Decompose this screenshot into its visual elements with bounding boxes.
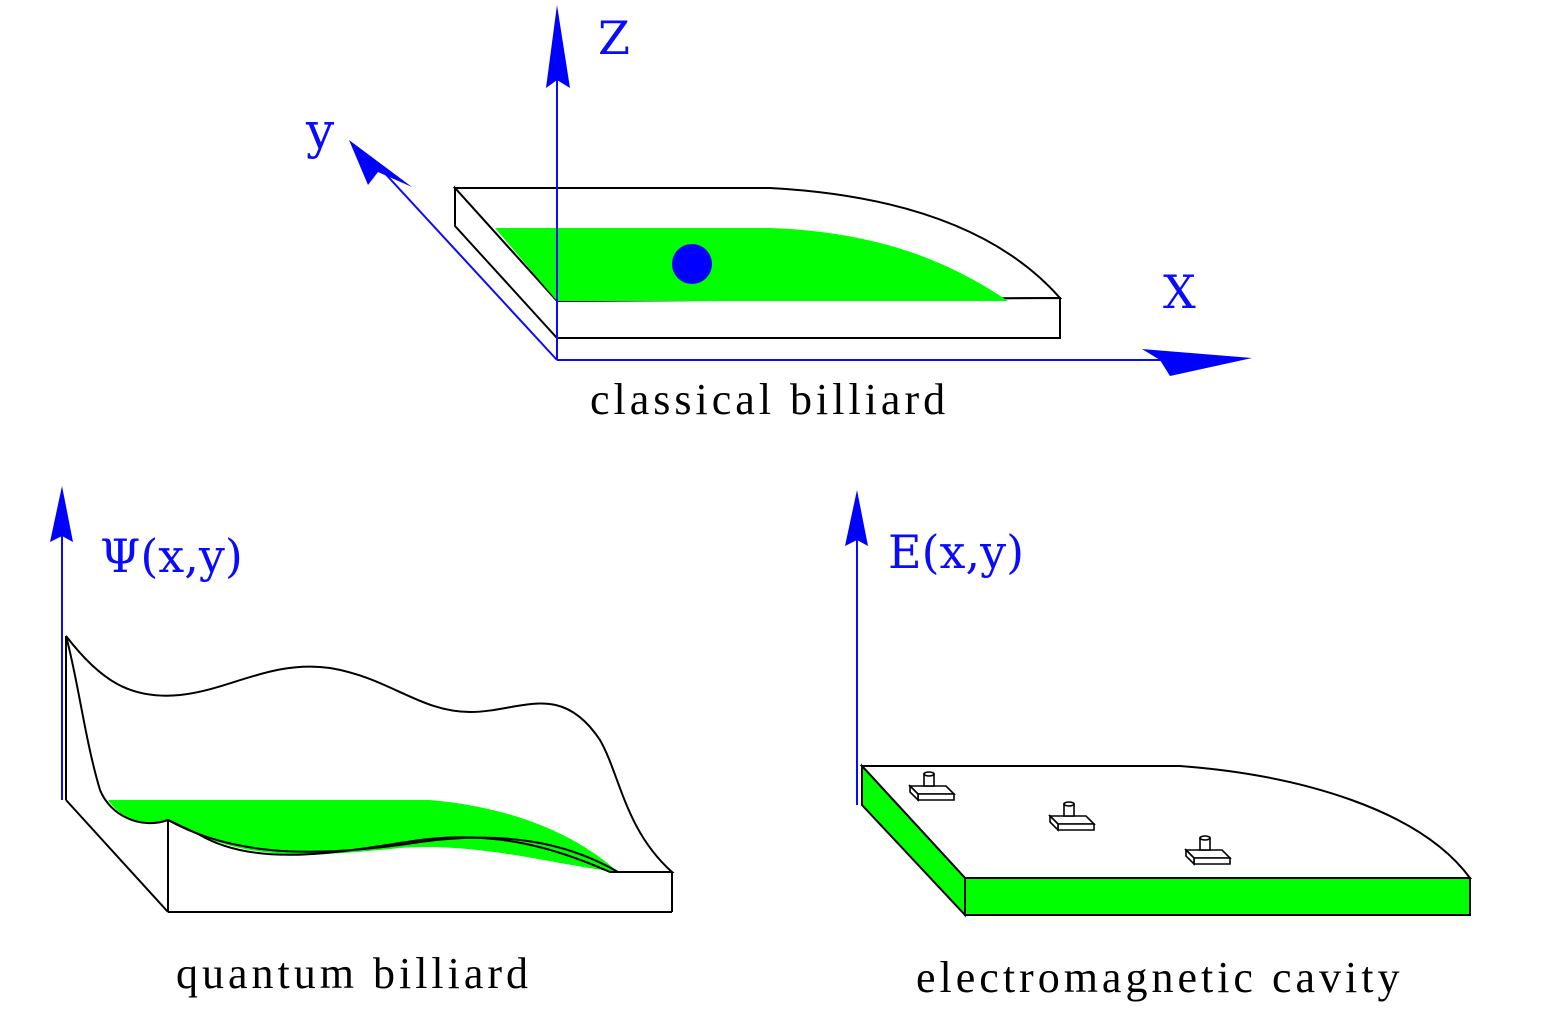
antenna-3 [1184,835,1232,866]
quantum-caption: quantum billiard [176,949,532,998]
quantum-box [65,636,673,913]
antenna-2 [1048,801,1096,832]
cavity-panel: E(x,y) electromagnetic cavity [845,490,1472,1002]
billiard-ball [672,244,712,284]
cavity-plate [859,763,1472,918]
classical-billiard-region [495,228,1008,301]
e-axis-arrow [845,490,868,546]
wavefunction-surface [65,635,675,873]
quantum-billiard-panel: Ψ(x,y) quantum billiard [50,486,675,998]
e-axis-label: E(x,y) [888,525,1024,579]
z-axis-arrow [546,5,570,88]
wavefunction-front-edge [167,819,619,873]
z-axis-label: Z [598,11,630,65]
psi-axis-label: Ψ(x,y) [100,529,243,583]
classical-billiard-panel: Z y X classical billiard [305,5,1252,424]
classical-axes [349,5,1252,376]
cavity-caption: electromagnetic cavity [916,953,1403,1002]
y-axis-arrow [349,140,412,187]
y-axis-line [379,167,558,361]
x-axis-arrow [1142,349,1252,376]
x-axis-label: X [1163,265,1196,319]
antenna-1 [908,771,956,802]
psi-axis-arrow [50,486,73,542]
classical-caption: classical billiard [590,375,949,424]
quantum-billiard-region [108,800,618,872]
y-axis-label: y [305,102,335,160]
